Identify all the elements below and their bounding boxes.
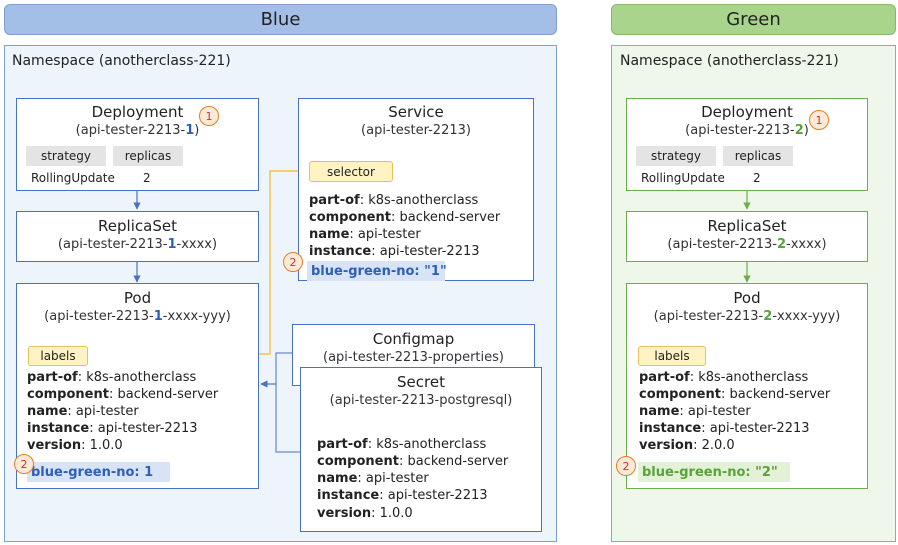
secret-label: component: backend-server [317,454,509,469]
blue-strategy-value: RollingUpdate [31,171,115,185]
blue-strategy-chip: strategy [26,146,106,166]
green-strategy-chip: strategy [636,146,716,166]
service-bg-label: blue-green-no: "1" [307,261,447,281]
configmap-name: (api-tester-2213-properties) [323,350,504,365]
green-pod-label: component: backend-server [639,387,831,402]
green-pod-label: instance: api-tester-2213 [639,421,810,436]
blue-replicaset-box: ReplicaSet (api-tester-2213-1-xxxx) [16,211,259,262]
green-pod-label: version: 2.0.0 [639,438,735,453]
green-pod-title: Pod [733,289,761,307]
blue-deployment-name: (api-tester-2213-1) [75,123,200,138]
blue-pod-box: Pod (api-tester-2213-1-xxxx-yyy) labels … [16,283,259,489]
blue-service-name: (api-tester-2213) [361,123,471,138]
secret-title: Secret [397,373,445,391]
blue-replicaset-title: ReplicaSet [98,217,177,235]
green-pod-label: name: api-tester [639,404,751,419]
green-deployment-marker: 1 [809,110,829,130]
blue-deployment-title: Deployment [91,103,184,121]
green-replicas-value: 2 [753,171,761,185]
blue-namespace-title: Namespace (anotherclass-221) [12,53,231,69]
green-namespace-title: Namespace (anotherclass-221) [620,53,839,69]
green-replicaset-title: ReplicaSet [707,217,787,235]
configmap-title: Configmap [372,330,455,348]
secret-name: (api-tester-2213-postgresql) [329,393,513,408]
green-pod-label: part-of: k8s-anotherclass [639,370,809,385]
service-label: component: backend-server [309,210,501,225]
service-label: instance: api-tester-2213 [309,244,480,259]
green-pod-box: Pod (api-tester-2213-2-xxxx-yyy) labels … [626,283,868,489]
green-header: Green [611,4,896,35]
service-marker: 2 [283,252,303,272]
blue-pod-marker: 2 [14,454,34,474]
blue-deployment-marker: 1 [199,106,219,126]
secret-label: part-of: k8s-anotherclass [317,437,487,452]
green-deployment-title: Deployment [701,103,793,121]
service-label: name: api-tester [309,227,421,242]
blue-replicas-value: 2 [143,171,151,185]
green-deployment-name: (api-tester-2213-2) [685,123,809,138]
green-replicaset-name: (api-tester-2213-2-xxxx) [667,237,827,252]
blue-pod-labels-tag: labels [28,346,88,366]
blue-service-title: Service [388,103,444,121]
green-header-label: Green [726,9,781,30]
green-strategy-value: RollingUpdate [641,171,725,185]
blue-header: Blue [4,4,557,35]
service-label: part-of: k8s-anotherclass [309,193,479,208]
blue-pod-label: instance: api-tester-2213 [27,421,198,436]
blue-pod-label: name: api-tester [27,404,139,419]
secret-label: name: api-tester [317,471,429,486]
green-pod-bg-label: blue-green-no: "2" [638,462,790,482]
green-deployment-box: Deployment (api-tester-2213-2) strategy … [626,98,868,191]
blue-service-box: Service (api-tester-2213) selector part-… [298,98,534,281]
secret-label: instance: api-tester-2213 [317,488,488,503]
configmap-connector [275,352,300,453]
blue-header-label: Blue [260,9,301,30]
green-replicas-chip: replicas [723,146,793,166]
secret-label: version: 1.0.0 [317,506,413,521]
blue-replicas-chip: replicas [113,146,183,166]
green-pod-name: (api-tester-2213-2-xxxx-yyy) [653,309,841,324]
blue-pod-label: component: backend-server [27,387,219,402]
blue-deployment-box: Deployment (api-tester-2213-1) strategy … [16,98,259,191]
blue-pod-title: Pod [123,289,152,307]
green-replicaset-box: ReplicaSet (api-tester-2213-2-xxxx) [626,211,868,262]
blue-pod-bg-label: blue-green-no: 1 [27,462,170,482]
blue-pod-label: version: 1.0.0 [27,438,123,453]
blue-pod-label: part-of: k8s-anotherclass [27,370,197,385]
green-pod-labels-tag: labels [638,346,706,366]
green-pod-marker: 2 [616,456,636,476]
selector-tag: selector [309,161,393,182]
blue-replicaset-name: (api-tester-2213-1-xxxx) [57,237,218,252]
blue-pod-name: (api-tester-2213-1-xxxx-yyy) [44,309,231,324]
secret-box: Secret (api-tester-2213-postgresql) part… [300,367,542,532]
